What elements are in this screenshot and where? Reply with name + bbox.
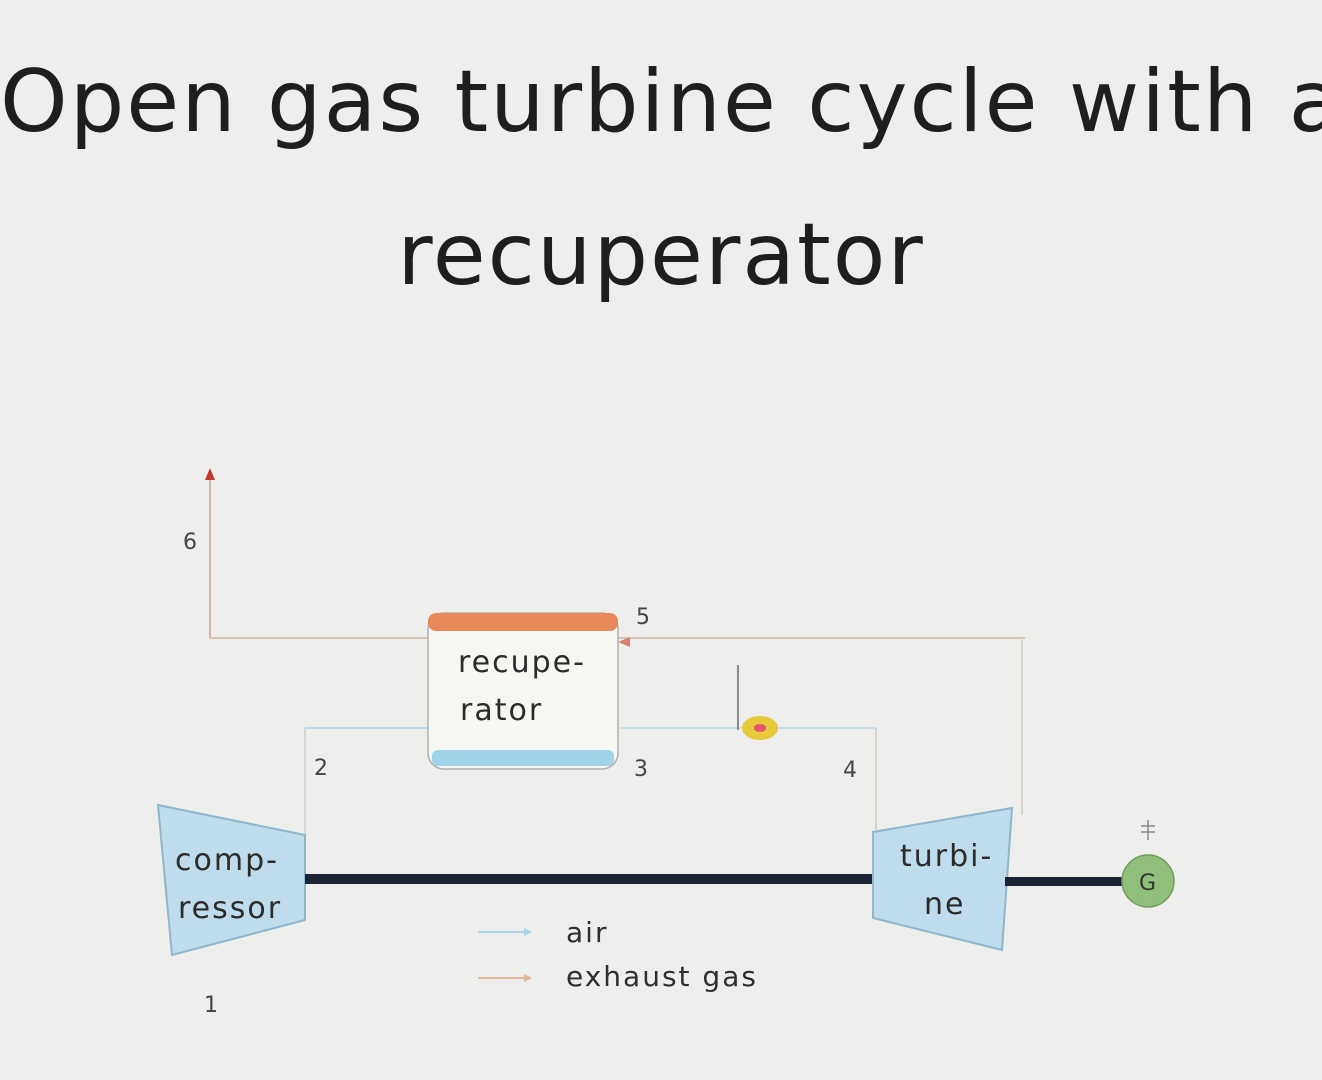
generator-circle — [1121, 854, 1175, 908]
page-title-line-1: Open gas turbine cycle with a — [0, 52, 1322, 152]
recuperator-body — [427, 612, 619, 770]
state-point-4: 4 — [843, 758, 857, 783]
shaft — [305, 874, 873, 884]
recuperator-cold-band — [432, 750, 614, 766]
flame-icon — [742, 716, 778, 740]
page-title-line-2: recuperator — [397, 205, 925, 305]
compressor-body — [156, 803, 306, 957]
state-point-3: 3 — [634, 757, 648, 782]
recuperator: recupe- rator — [427, 612, 619, 770]
state-points: 1 2 3 4 5 6 — [183, 530, 857, 1018]
arrow-up-icon — [205, 468, 215, 480]
state-point-1: 1 — [204, 993, 218, 1018]
turbine-label-line2: ne — [924, 887, 965, 922]
legend-air-label: air — [566, 916, 608, 949]
recuperator-label-line1: recupe- — [458, 645, 586, 680]
legend-exhaust-arrow-icon — [524, 974, 532, 982]
turbine-body — [872, 806, 1014, 952]
generator-shaft — [1005, 877, 1123, 886]
compressor-label-line1: comp- — [175, 843, 279, 878]
legend-exhaust-label: exhaust gas — [566, 960, 758, 993]
compressor-label-line2: ressor — [178, 891, 282, 926]
compressor: comp- ressor — [156, 803, 306, 957]
state-point-6: 6 — [183, 530, 197, 555]
recuperator-hot-band — [428, 613, 618, 631]
legend-air-arrow-icon — [524, 928, 532, 936]
state-point-2: 2 — [314, 756, 328, 781]
arrow-left-icon — [618, 637, 630, 647]
turbine-label-line1: turbi- — [900, 839, 993, 874]
turbine: turbi- ne — [872, 806, 1014, 952]
generator-label: G — [1139, 871, 1156, 896]
legend: air exhaust gas — [478, 916, 758, 993]
generator: G — [1121, 820, 1175, 908]
state-point-5: 5 — [636, 605, 650, 630]
recuperator-label-line2: rator — [460, 693, 543, 728]
